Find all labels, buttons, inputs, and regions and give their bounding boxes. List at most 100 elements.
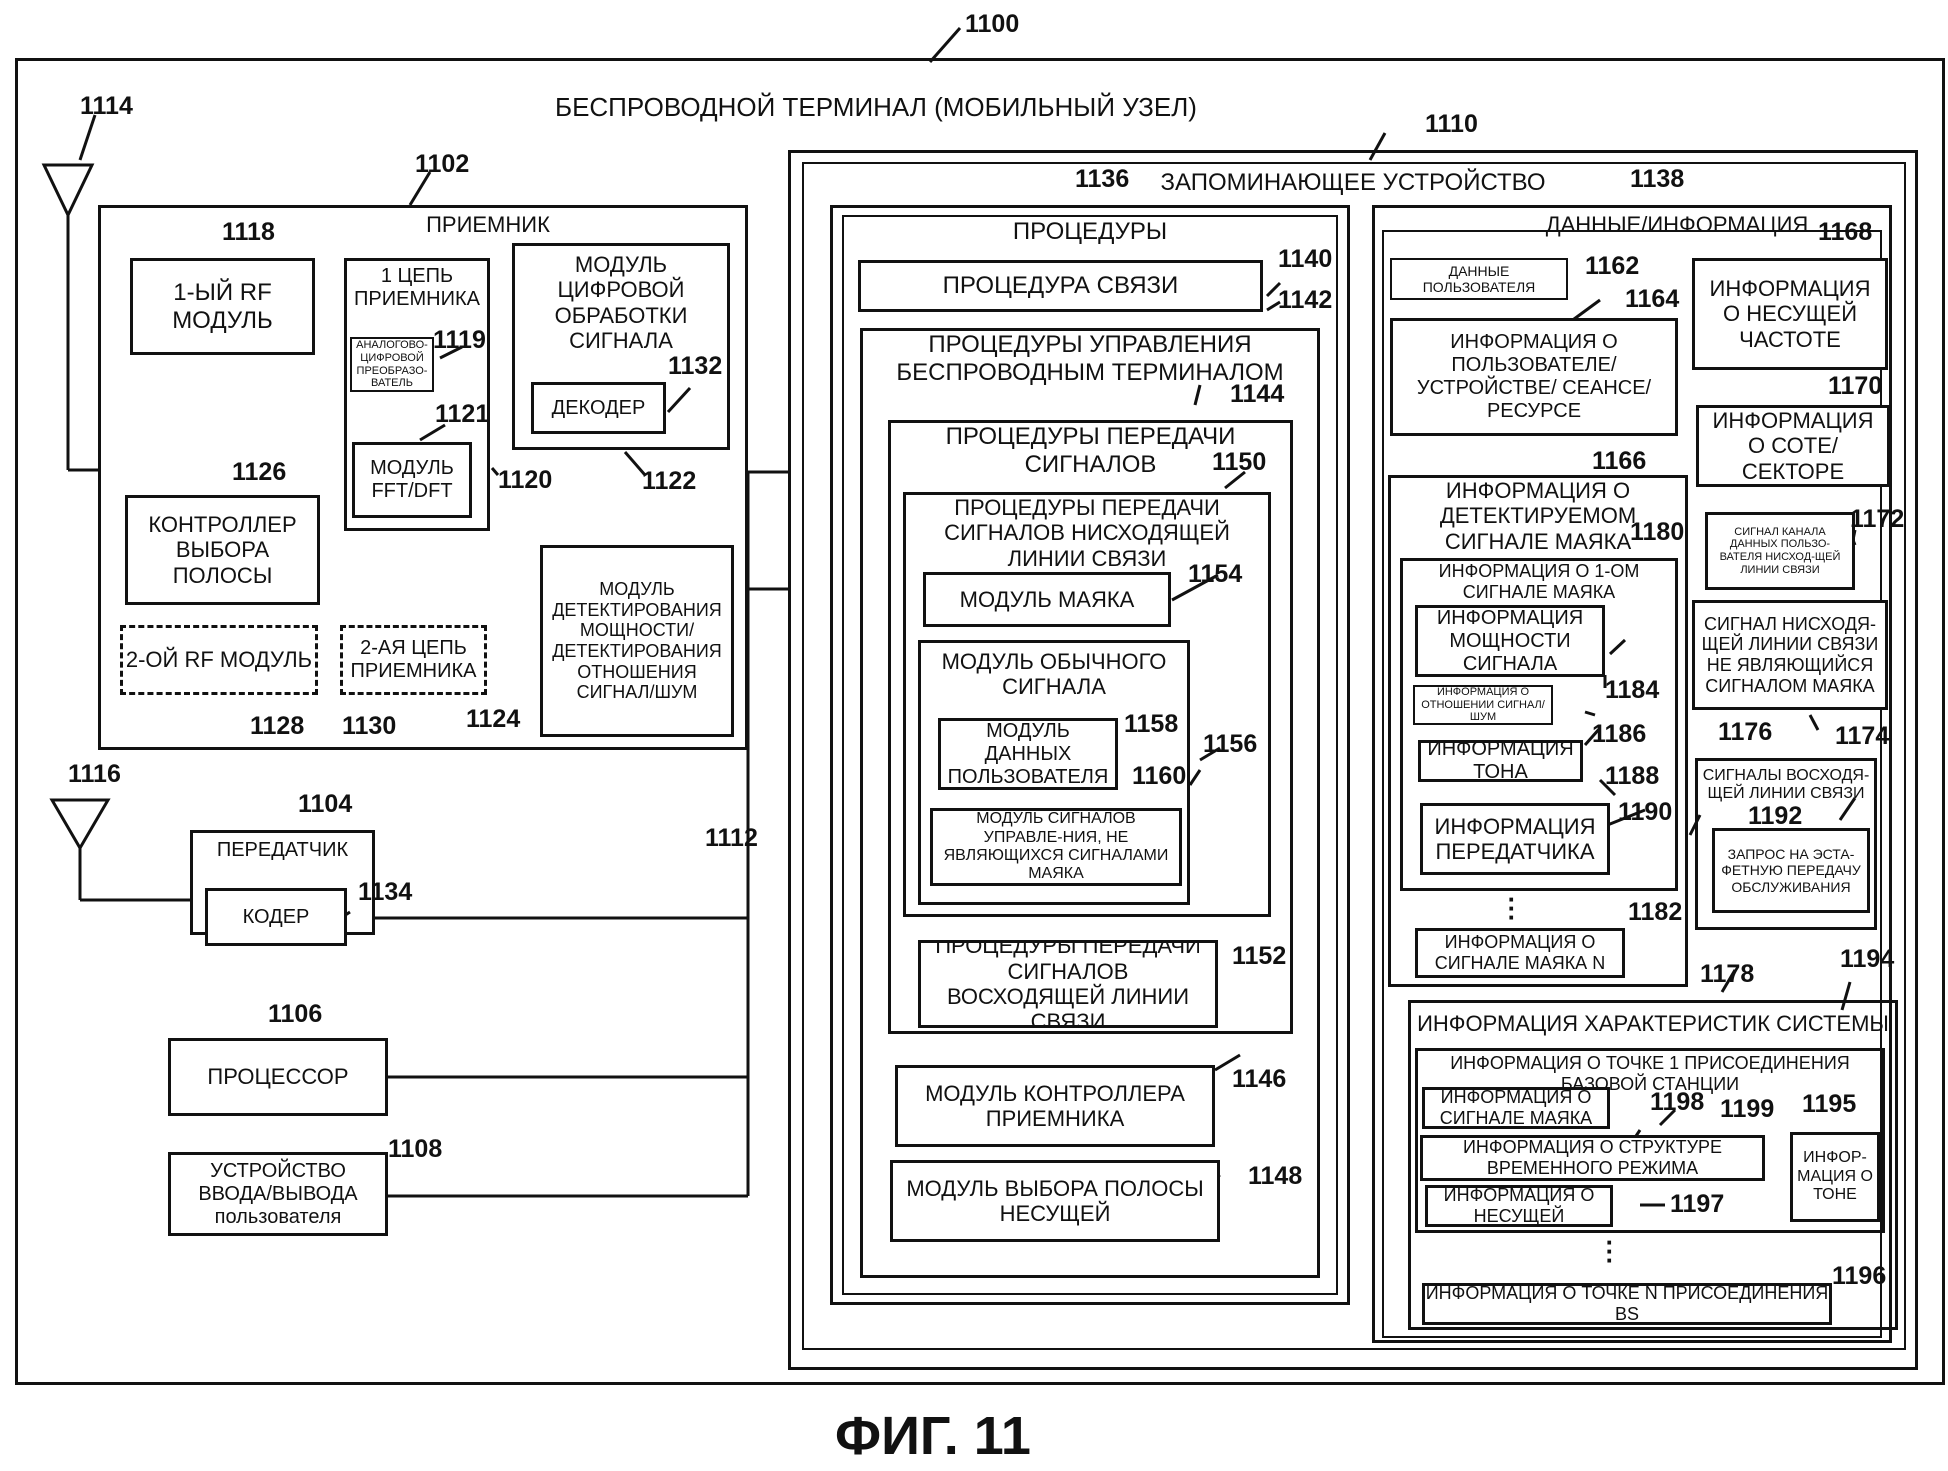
bs-attachment-point-n: ИНФОРМАЦИЯ О ТОЧКЕ N ПРИСОЕДИНЕНИЯ BS xyxy=(1422,1283,1832,1325)
ref-1186: 1186 xyxy=(1592,720,1647,748)
user-io-device: УСТРОЙСТВО ВВОДА/ВЫВОДА пользователя xyxy=(168,1152,388,1236)
encoder: КОДЕР xyxy=(205,888,347,946)
signaling-routines: ПРОЦЕДУРЫ ПЕРЕДАЧИ СИГНАЛОВ xyxy=(888,420,1293,1034)
ref-1138: 1138 xyxy=(1630,165,1685,193)
ref-1174: 1174 xyxy=(1835,722,1890,750)
ref-1199: 1199 xyxy=(1720,1095,1775,1123)
ref-1102: 1102 xyxy=(415,150,470,178)
ref-1121: 1121 xyxy=(435,400,490,428)
bs-beacon-info: ИНФОРМАЦИЯ О СИГНАЛЕ МАЯКА xyxy=(1422,1087,1610,1129)
ref-1108: 1108 xyxy=(388,1135,443,1163)
ref-1178: 1178 xyxy=(1700,960,1755,988)
receiver-chain-2: 2-АЯ ЦЕПЬ ПРИЕМНИКА xyxy=(340,625,487,695)
ref-1156: 1156 xyxy=(1203,730,1258,758)
decoder: ДЕКОДЕР xyxy=(531,382,666,434)
downlink-signaling-routines: ПРОЦЕДУРЫ ПЕРЕДАЧИ СИГНАЛОВ НИСХОДЯЩЕЙ Л… xyxy=(903,492,1271,917)
routines-block: ПРОЦЕДУРЫ xyxy=(830,205,1350,1305)
ref-1132: 1132 xyxy=(668,352,723,380)
ref-1192: 1192 xyxy=(1748,802,1803,830)
user-data-module: МОДУЛЬ ДАННЫХ ПОЛЬЗОВАТЕЛЯ xyxy=(938,718,1118,790)
ref-1116: 1116 xyxy=(68,760,121,788)
bs-tone-info: ИНФОР-МАЦИЯ О ТОНЕ xyxy=(1790,1132,1880,1222)
ref-1126: 1126 xyxy=(232,458,287,486)
receiver-chain-1: 1 ЦЕПЬ ПРИЕМНИКА xyxy=(344,258,490,531)
tone-info: ИНФОРМАЦИЯ ТОНА xyxy=(1418,740,1583,782)
ref-1176: 1176 xyxy=(1718,718,1773,746)
detected-beacon-info: ИНФОРМАЦИЯ О ДЕТЕКТИРУЕМОМ СИГНАЛЕ МАЯКА xyxy=(1388,475,1688,987)
beacon-n-info: ИНФОРМАЦИЯ О СИГНАЛЕ МАЯКА N xyxy=(1415,928,1625,978)
ref-1106: 1106 xyxy=(268,1000,323,1028)
carrier-frequency-info: ИНФОРМАЦИЯ О НЕСУЩЕЙ ЧАСТОТЕ xyxy=(1692,258,1888,370)
ref-1134: 1134 xyxy=(358,878,413,906)
ellipsis-icon: ··· xyxy=(1605,1227,1615,1275)
ref-1195: 1195 xyxy=(1802,1090,1857,1118)
ordinary-signal-module: МОДУЛЬ ОБЫЧНОГО СИГНАЛА xyxy=(918,640,1190,905)
ref-1196: 1196 xyxy=(1832,1262,1887,1290)
user-data: ДАННЫЕ ПОЛЬЗОВАТЕЛЯ xyxy=(1390,258,1568,300)
ref-1152: 1152 xyxy=(1232,942,1287,970)
ref-1114: 1114 xyxy=(80,92,133,120)
bs-carrier-info: ИНФОРМАЦИЯ О НЕСУЩЕЙ xyxy=(1425,1185,1613,1227)
transmitter-info: ИНФОРМАЦИЯ ПЕРЕДАТЧИКА xyxy=(1420,803,1610,875)
tx-antenna-icon xyxy=(49,798,111,851)
rx-antenna-icon xyxy=(41,163,95,219)
ref-1130: 1130 xyxy=(342,712,397,740)
ref-1194: 1194 xyxy=(1840,945,1895,973)
cell-sector-info: ИНФОРМАЦИЯ О СОТЕ/СЕКТОРЕ xyxy=(1696,405,1890,487)
ref-1100: 1100 xyxy=(965,10,1020,38)
communication-routine: ПРОЦЕДУРА СВЯЗИ xyxy=(858,260,1263,312)
routines-inner-frame xyxy=(842,215,1338,1295)
receiver-block: ПРИЕМНИК xyxy=(98,205,748,750)
ref-1164: 1164 xyxy=(1625,285,1680,313)
snr-info: ИНФОРМАЦИЯ О ОТНОШЕНИИ СИГНАЛ/ШУМ xyxy=(1413,685,1553,725)
power-snr-detection-module: МОДУЛЬ ДЕТЕКТИРОВАНИЯ МОЩНОСТИ/ ДЕТЕКТИР… xyxy=(540,545,734,737)
memory-block: ЗАПОМИНАЮЩЕЕ УСТРОЙСТВО xyxy=(788,150,1918,1370)
beacon-1-info: ИНФОРМАЦИЯ О 1-ОМ СИГНАЛЕ МАЯКА xyxy=(1400,558,1678,891)
wt-control-routines: ПРОЦЕДУРЫ УПРАВЛЕНИЯ БЕСПРОВОДНЫМ ТЕРМИН… xyxy=(860,328,1320,1278)
dl-non-beacon-signal: СИГНАЛ НИСХОДЯ-ЩЕЙ ЛИНИИ СВЯЗИ НЕ ЯВЛЯЮЩ… xyxy=(1692,600,1888,710)
processor: ПРОЦЕССОР xyxy=(168,1038,388,1116)
ref-1160: 1160 xyxy=(1132,762,1187,790)
ref-1170: 1170 xyxy=(1828,372,1883,400)
carrier-band-select-module: МОДУЛЬ ВЫБОРА ПОЛОСЫ НЕСУЩЕЙ xyxy=(890,1160,1220,1242)
ref-1154: 1154 xyxy=(1188,560,1243,588)
ref-1140: 1140 xyxy=(1278,245,1333,273)
ref-1190: 1190 xyxy=(1618,798,1673,826)
ref-1110: 1110 xyxy=(1425,110,1478,138)
fft-dft-module: МОДУЛЬ FFT/DFT xyxy=(352,442,472,518)
ref-1142: 1142 xyxy=(1278,286,1333,314)
ref-1104: 1104 xyxy=(298,790,353,818)
rf-module-2: 2-ОЙ RF МОДУЛЬ xyxy=(120,625,318,695)
ref-1184: 1184 xyxy=(1605,676,1660,704)
ref-1166: 1166 xyxy=(1592,447,1647,475)
handoff-request: ЗАПРОС НА ЭСТА-ФЕТНУЮ ПЕРЕДАЧУ ОБСЛУЖИВА… xyxy=(1712,828,1870,913)
dsp-module: МОДУЛЬ ЦИФРОВОЙ ОБРАБОТКИ СИГНАЛА xyxy=(512,243,730,450)
memory-inner-frame xyxy=(802,162,1906,1350)
ref-1150: 1150 xyxy=(1212,448,1267,476)
ref-1146: 1146 xyxy=(1232,1065,1287,1093)
ref-1124: 1124 xyxy=(466,705,521,733)
ref-1148: 1148 xyxy=(1248,1162,1303,1190)
adc-module: АНАЛОГОВО-ЦИФРОВОЙ ПРЕОБРАЗО-ВАТЕЛЬ xyxy=(350,337,434,392)
ref-1168: 1168 xyxy=(1818,218,1873,246)
ref-1112: 1112 xyxy=(705,824,758,852)
ref-1182: 1182 xyxy=(1628,898,1683,926)
ref-1122: 1122 xyxy=(642,467,697,495)
band-select-controller: КОНТРОЛЛЕР ВЫБОРА ПОЛОСЫ xyxy=(125,495,320,605)
figure-caption: ФИГ. 11 xyxy=(835,1406,1031,1466)
ref-1180: 1180 xyxy=(1630,518,1685,546)
receiver-controller-module: МОДУЛЬ КОНТРОЛЛЕРА ПРИЕМНИКА xyxy=(895,1065,1215,1147)
data-info-inner-frame xyxy=(1382,230,1882,1338)
wireless-terminal-frame xyxy=(15,58,1945,1385)
uplink-signals: СИГНАЛЫ ВОСХОДЯ-ЩЕЙ ЛИНИИ СВЯЗИ xyxy=(1695,758,1877,930)
data-info-block: ДАННЫЕ/ИНФОРМАЦИЯ xyxy=(1372,205,1892,1343)
ref-1118: 1118 xyxy=(222,218,275,246)
rf-module-1: 1-ЫЙ RF МОДУЛЬ xyxy=(130,258,315,355)
beacon-module: МОДУЛЬ МАЯКА xyxy=(923,572,1171,627)
ref-1197: 1197 xyxy=(1670,1190,1725,1218)
ref-1136: 1136 xyxy=(1075,165,1130,193)
ref-1119: 1119 xyxy=(433,326,486,354)
signal-power-info: ИНФОРМАЦИЯ МОЩНОСТИ СИГНАЛА xyxy=(1415,605,1605,677)
